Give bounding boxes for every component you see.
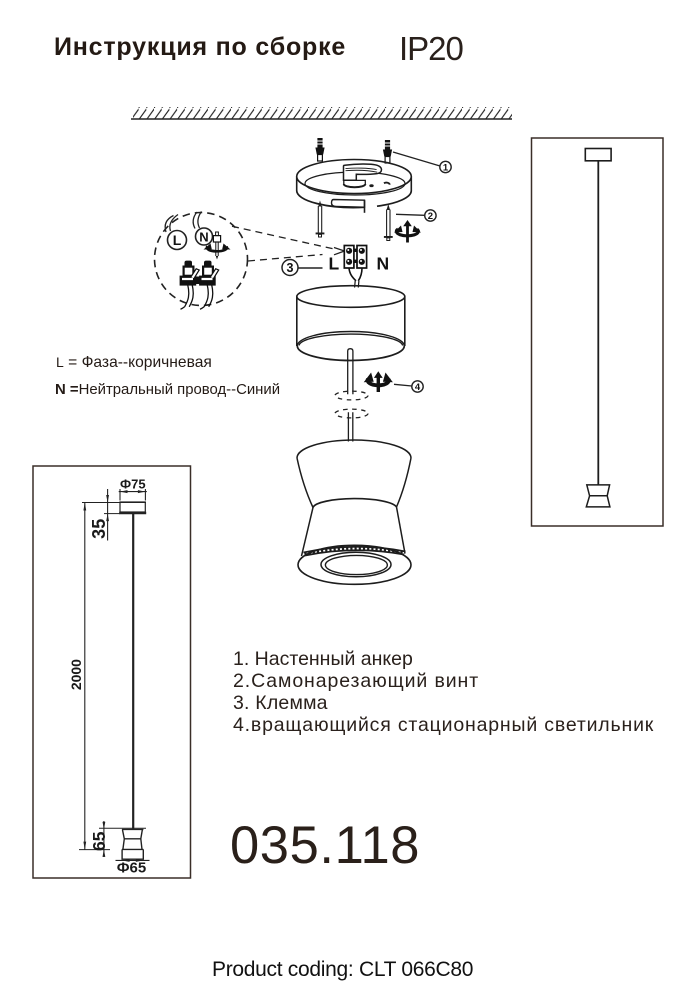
svg-text:Ф75: Ф75 xyxy=(120,477,146,492)
svg-text:1: 1 xyxy=(443,163,449,174)
svg-text:N: N xyxy=(377,254,390,274)
svg-text:L: L xyxy=(329,254,340,274)
svg-text:4: 4 xyxy=(415,382,421,393)
svg-text:L: L xyxy=(173,232,182,248)
svg-text:N: N xyxy=(199,230,208,245)
svg-text:Ф65: Ф65 xyxy=(117,860,147,877)
svg-text:35: 35 xyxy=(89,519,109,539)
svg-text:2: 2 xyxy=(428,211,433,222)
svg-text:65: 65 xyxy=(89,831,109,851)
svg-text:2000: 2000 xyxy=(68,659,84,690)
svg-text:3: 3 xyxy=(287,261,294,275)
